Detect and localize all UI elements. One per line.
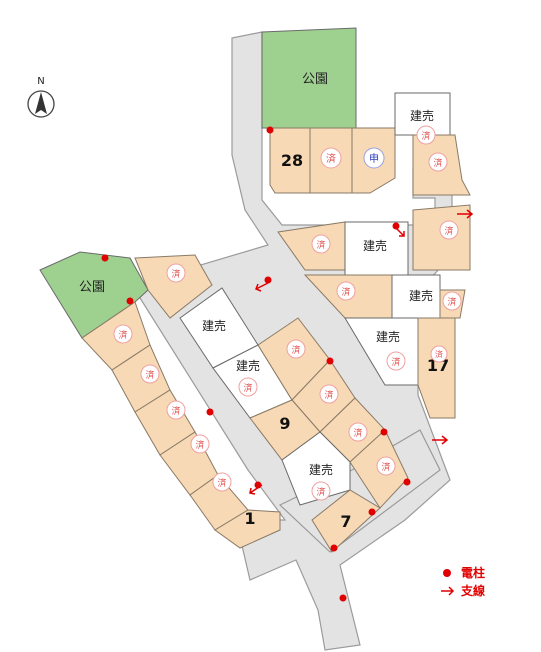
sold-mark: 済: [326, 152, 336, 165]
sold-mark: 済: [341, 286, 350, 298]
sold-mark: 済: [171, 268, 180, 280]
for-sale-label-1: 建売: [410, 108, 434, 123]
sold-mark: 済: [324, 389, 333, 401]
pole-legend-icon: [443, 569, 451, 577]
sold-mark: 済: [217, 477, 226, 489]
lot-number-7: 7: [340, 512, 351, 531]
for-sale-label-3: 建売: [409, 288, 433, 303]
sold-mark: 済: [195, 439, 204, 451]
legend-pole-label: 電柱: [461, 565, 485, 580]
for-sale-label-6: 建売: [236, 358, 260, 373]
for-sale-label-5: 建売: [202, 318, 226, 333]
sold-mark: 済: [316, 239, 325, 251]
sold-mark: 済: [171, 405, 180, 417]
park-west-label: 公園: [79, 280, 105, 295]
sold-mark: 済: [435, 349, 443, 359]
lot-ne-3[interactable]: [412, 204, 471, 271]
sold-mark: 済: [353, 427, 362, 439]
lot-number-1: 1: [244, 509, 255, 528]
sold-mark: 済: [444, 225, 453, 237]
applied-mark: 申: [369, 152, 379, 165]
lot-number-28: 28: [281, 151, 303, 170]
legend-branch-label: 支線: [460, 583, 485, 598]
lot-1[interactable]: [214, 509, 281, 549]
sold-mark: 済: [433, 157, 442, 169]
branch-legend-icon: [441, 586, 455, 596]
north-compass: N: [27, 76, 55, 118]
for-sale-label-4: 建売: [376, 329, 400, 344]
sold-mark: 済: [391, 356, 400, 368]
lot-number-9: 9: [279, 414, 290, 433]
sold-mark: 済: [316, 486, 325, 498]
sold-mark: 済: [243, 382, 252, 394]
sold-mark: 済: [447, 296, 456, 308]
for-sale-label-2: 建売: [363, 238, 387, 253]
lot-kenuri-c3[interactable]: [281, 431, 351, 506]
sold-mark: 済: [145, 369, 154, 381]
sold-mark: 済: [291, 344, 300, 356]
for-sale-label-7: 建売: [309, 462, 333, 477]
lot-7[interactable]: [311, 489, 381, 553]
branch-arrows: [249, 209, 474, 495]
lot-28[interactable]: [269, 127, 311, 194]
legend: 電柱 支線: [441, 565, 485, 598]
lot-w-top[interactable]: [134, 254, 213, 319]
north-arrow-icon: [35, 92, 47, 114]
lot-17[interactable]: [417, 317, 456, 419]
sold-mark: 済: [118, 329, 127, 341]
park-north-label: 公園: [302, 72, 328, 87]
sold-mark: 済: [381, 461, 390, 473]
north-label: N: [37, 76, 44, 87]
sold-mark: 済: [421, 130, 430, 142]
utility-poles: [101, 126, 411, 602]
sold-marks: 済 済 済 済 済 済 済 済 済 済 済 済 済 済 済 済 済 済 済: [113, 125, 462, 501]
